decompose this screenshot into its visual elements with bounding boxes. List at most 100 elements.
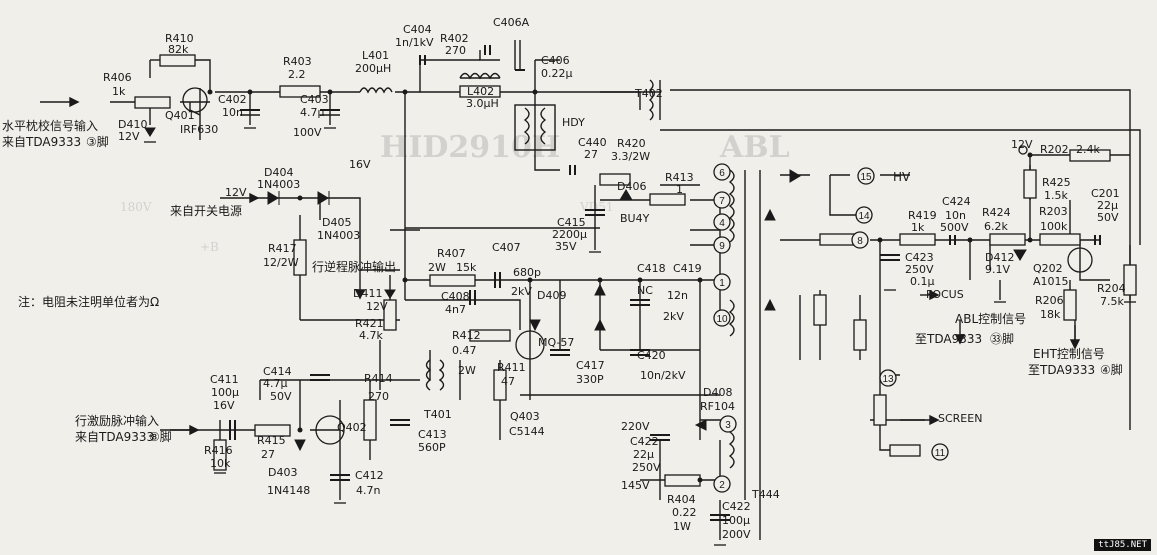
wire — [405, 299, 521, 330]
transformer-t402 — [648, 79, 654, 121]
label-c419-voltage: 2kV — [663, 310, 684, 323]
resistor-r411 — [493, 369, 507, 401]
label-q202: Q202 — [1033, 262, 1063, 275]
label-c422-lower-voltage: 200V — [722, 528, 751, 541]
label-c403-value: 4.7μ — [300, 106, 325, 119]
label-r410: R410 — [165, 32, 194, 45]
wire — [534, 92, 560, 171]
label-r424-value: 6.2k — [984, 220, 1008, 233]
label-c406a: C406A — [493, 16, 530, 29]
text-supply-from: 来自开关电源 — [170, 204, 243, 218]
resistor-r425 — [1023, 169, 1037, 199]
label-r404: R404 — [667, 493, 696, 506]
wire — [829, 175, 860, 216]
label-d403: D403 — [268, 466, 298, 479]
hdy-coil — [540, 107, 547, 145]
label-d412-value: 9.1V — [985, 263, 1011, 276]
text-note: 注：电阻未注明单位者为Ω — [18, 295, 160, 309]
text-eht-signal: EHT控制信号 — [1033, 347, 1105, 361]
diode-d410 — [144, 127, 156, 137]
label-r419-value: 1k — [911, 221, 925, 234]
label-c411-value: 100μ — [211, 386, 239, 399]
pin-circle — [713, 309, 731, 327]
inductor-l402 — [459, 72, 501, 80]
label-d405: D405 — [322, 216, 352, 229]
label-c408-value: 4n7 — [445, 303, 466, 316]
resistor-r415 — [254, 424, 291, 437]
label-c402: C402 — [218, 93, 247, 106]
label-r414-value: 270 — [368, 390, 389, 403]
label-d406-value: BU4Y — [620, 212, 650, 225]
transistor-q401 — [182, 87, 208, 113]
label-c424-voltage: 500V — [940, 221, 969, 234]
wire — [1079, 240, 1110, 281]
label-r206: R206 — [1035, 294, 1064, 307]
wire — [514, 104, 556, 151]
junction-dot — [297, 427, 303, 433]
transistor-q402 — [315, 415, 345, 445]
label-c412: C412 — [355, 469, 384, 482]
label-r407: R407 — [437, 247, 466, 260]
inductor-l401 — [359, 87, 393, 94]
text-drive-input: 行激励脉冲输入 — [75, 414, 160, 428]
label-c403: C403 — [300, 93, 329, 106]
label-r413-value: 1 — [676, 183, 683, 196]
text-abl-pin: ㉝脚 — [990, 332, 1015, 346]
text-h-input-from: 来自TDA9333 — [2, 135, 82, 149]
diode-d411 — [384, 289, 396, 299]
output-arrow-head — [929, 414, 940, 426]
text-abl-to: 至TDA9333 — [915, 332, 983, 346]
junction-dot — [1027, 237, 1033, 243]
input-arrow-head — [249, 192, 260, 204]
transformer-t444-primary — [728, 169, 735, 243]
label-d405-value: 1N4003 — [317, 229, 361, 242]
pin-number: 2 — [719, 480, 725, 491]
resistor-abl — [819, 233, 856, 246]
label-12v-supply: 12V — [225, 186, 247, 199]
label-d410-value: 12V — [118, 130, 140, 143]
text-eht-pin: ④脚 — [1100, 363, 1123, 377]
resistor-r414 — [363, 399, 377, 441]
label-screen: SCREEN — [938, 412, 983, 425]
label-c411-voltage: 16V — [213, 399, 235, 412]
label-c201-voltage: 50V — [1097, 211, 1119, 224]
label-r415: R415 — [257, 434, 286, 447]
label-r403-value: 2.2 — [288, 68, 306, 81]
label-r413: R413 — [665, 171, 694, 184]
label-l401-value: 200μH — [355, 62, 392, 75]
pin-number: 4 — [719, 218, 725, 229]
junction-dot — [297, 195, 303, 201]
label-c422-lower: C422 — [722, 500, 751, 513]
text-h-input: 水平枕校信号输入 — [2, 119, 99, 133]
label-r403: R403 — [283, 55, 312, 68]
label-t402: T402 — [635, 87, 663, 100]
label-d403-value: 1N4148 — [267, 484, 311, 497]
label-q402: Q402 — [337, 421, 367, 434]
label-d408-value: RF104 — [700, 400, 735, 413]
label-d411: D411 — [353, 287, 383, 300]
label-c422-upper-value: 22μ — [633, 448, 654, 461]
junction-dot — [697, 277, 703, 283]
label-c440: C440 — [578, 136, 607, 149]
resistor-r410 — [159, 54, 196, 67]
resistor-r407 — [429, 274, 476, 287]
wire — [600, 91, 641, 110]
label-d404: D404 — [264, 166, 294, 179]
label-r202-value: 2.4k — [1076, 143, 1100, 156]
diode-d409 — [594, 318, 606, 331]
diode-d408 — [694, 419, 707, 431]
background-fragment: +B — [200, 240, 219, 254]
label-t401: T401 — [424, 408, 452, 421]
wire — [195, 59, 211, 90]
label-c404-value: 1n/1kV — [395, 36, 434, 49]
output-arrow-head — [354, 289, 366, 300]
output-arrow-head — [1069, 339, 1081, 350]
text-h-input-pin: ③脚 — [86, 135, 109, 149]
junction-dot — [247, 89, 253, 95]
junction-dot — [637, 277, 643, 283]
label-c415-voltage: 35V — [555, 240, 577, 253]
label-c408: C408 — [441, 290, 470, 303]
wire — [500, 60, 536, 93]
label-c424: C424 — [942, 195, 971, 208]
label-c414: C414 — [263, 365, 292, 378]
